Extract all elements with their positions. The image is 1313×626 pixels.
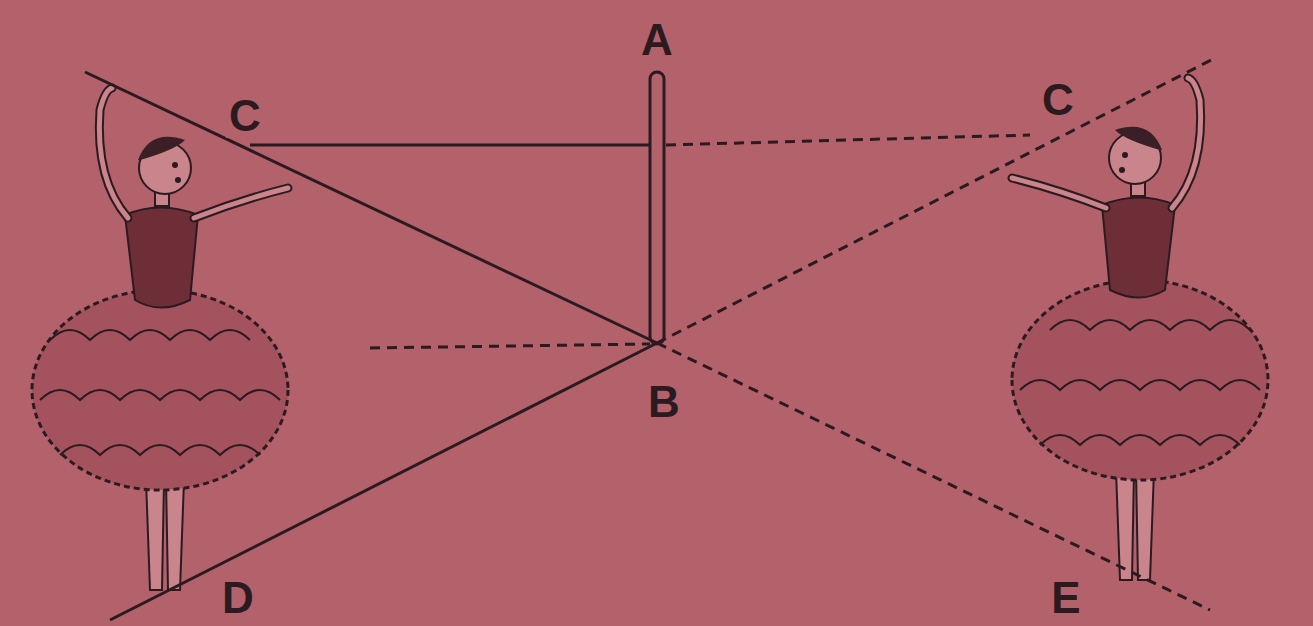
point-label: A xyxy=(638,18,676,62)
virtual-ray xyxy=(370,344,650,348)
ballerina-object xyxy=(32,88,288,590)
ray-line xyxy=(85,72,657,343)
virtual-ray xyxy=(657,58,1215,343)
virtual-ray xyxy=(666,135,1030,145)
mirror xyxy=(650,72,664,344)
point-label: B xyxy=(645,380,683,424)
point-label: C xyxy=(226,94,264,138)
ray-line xyxy=(250,144,650,147)
point-label: C xyxy=(1039,78,1077,122)
ray-line xyxy=(110,343,657,620)
virtual-ray xyxy=(657,343,1210,610)
point-label: E xyxy=(1048,576,1083,620)
point-label: D xyxy=(219,576,257,620)
ballerina-image xyxy=(1012,78,1268,580)
